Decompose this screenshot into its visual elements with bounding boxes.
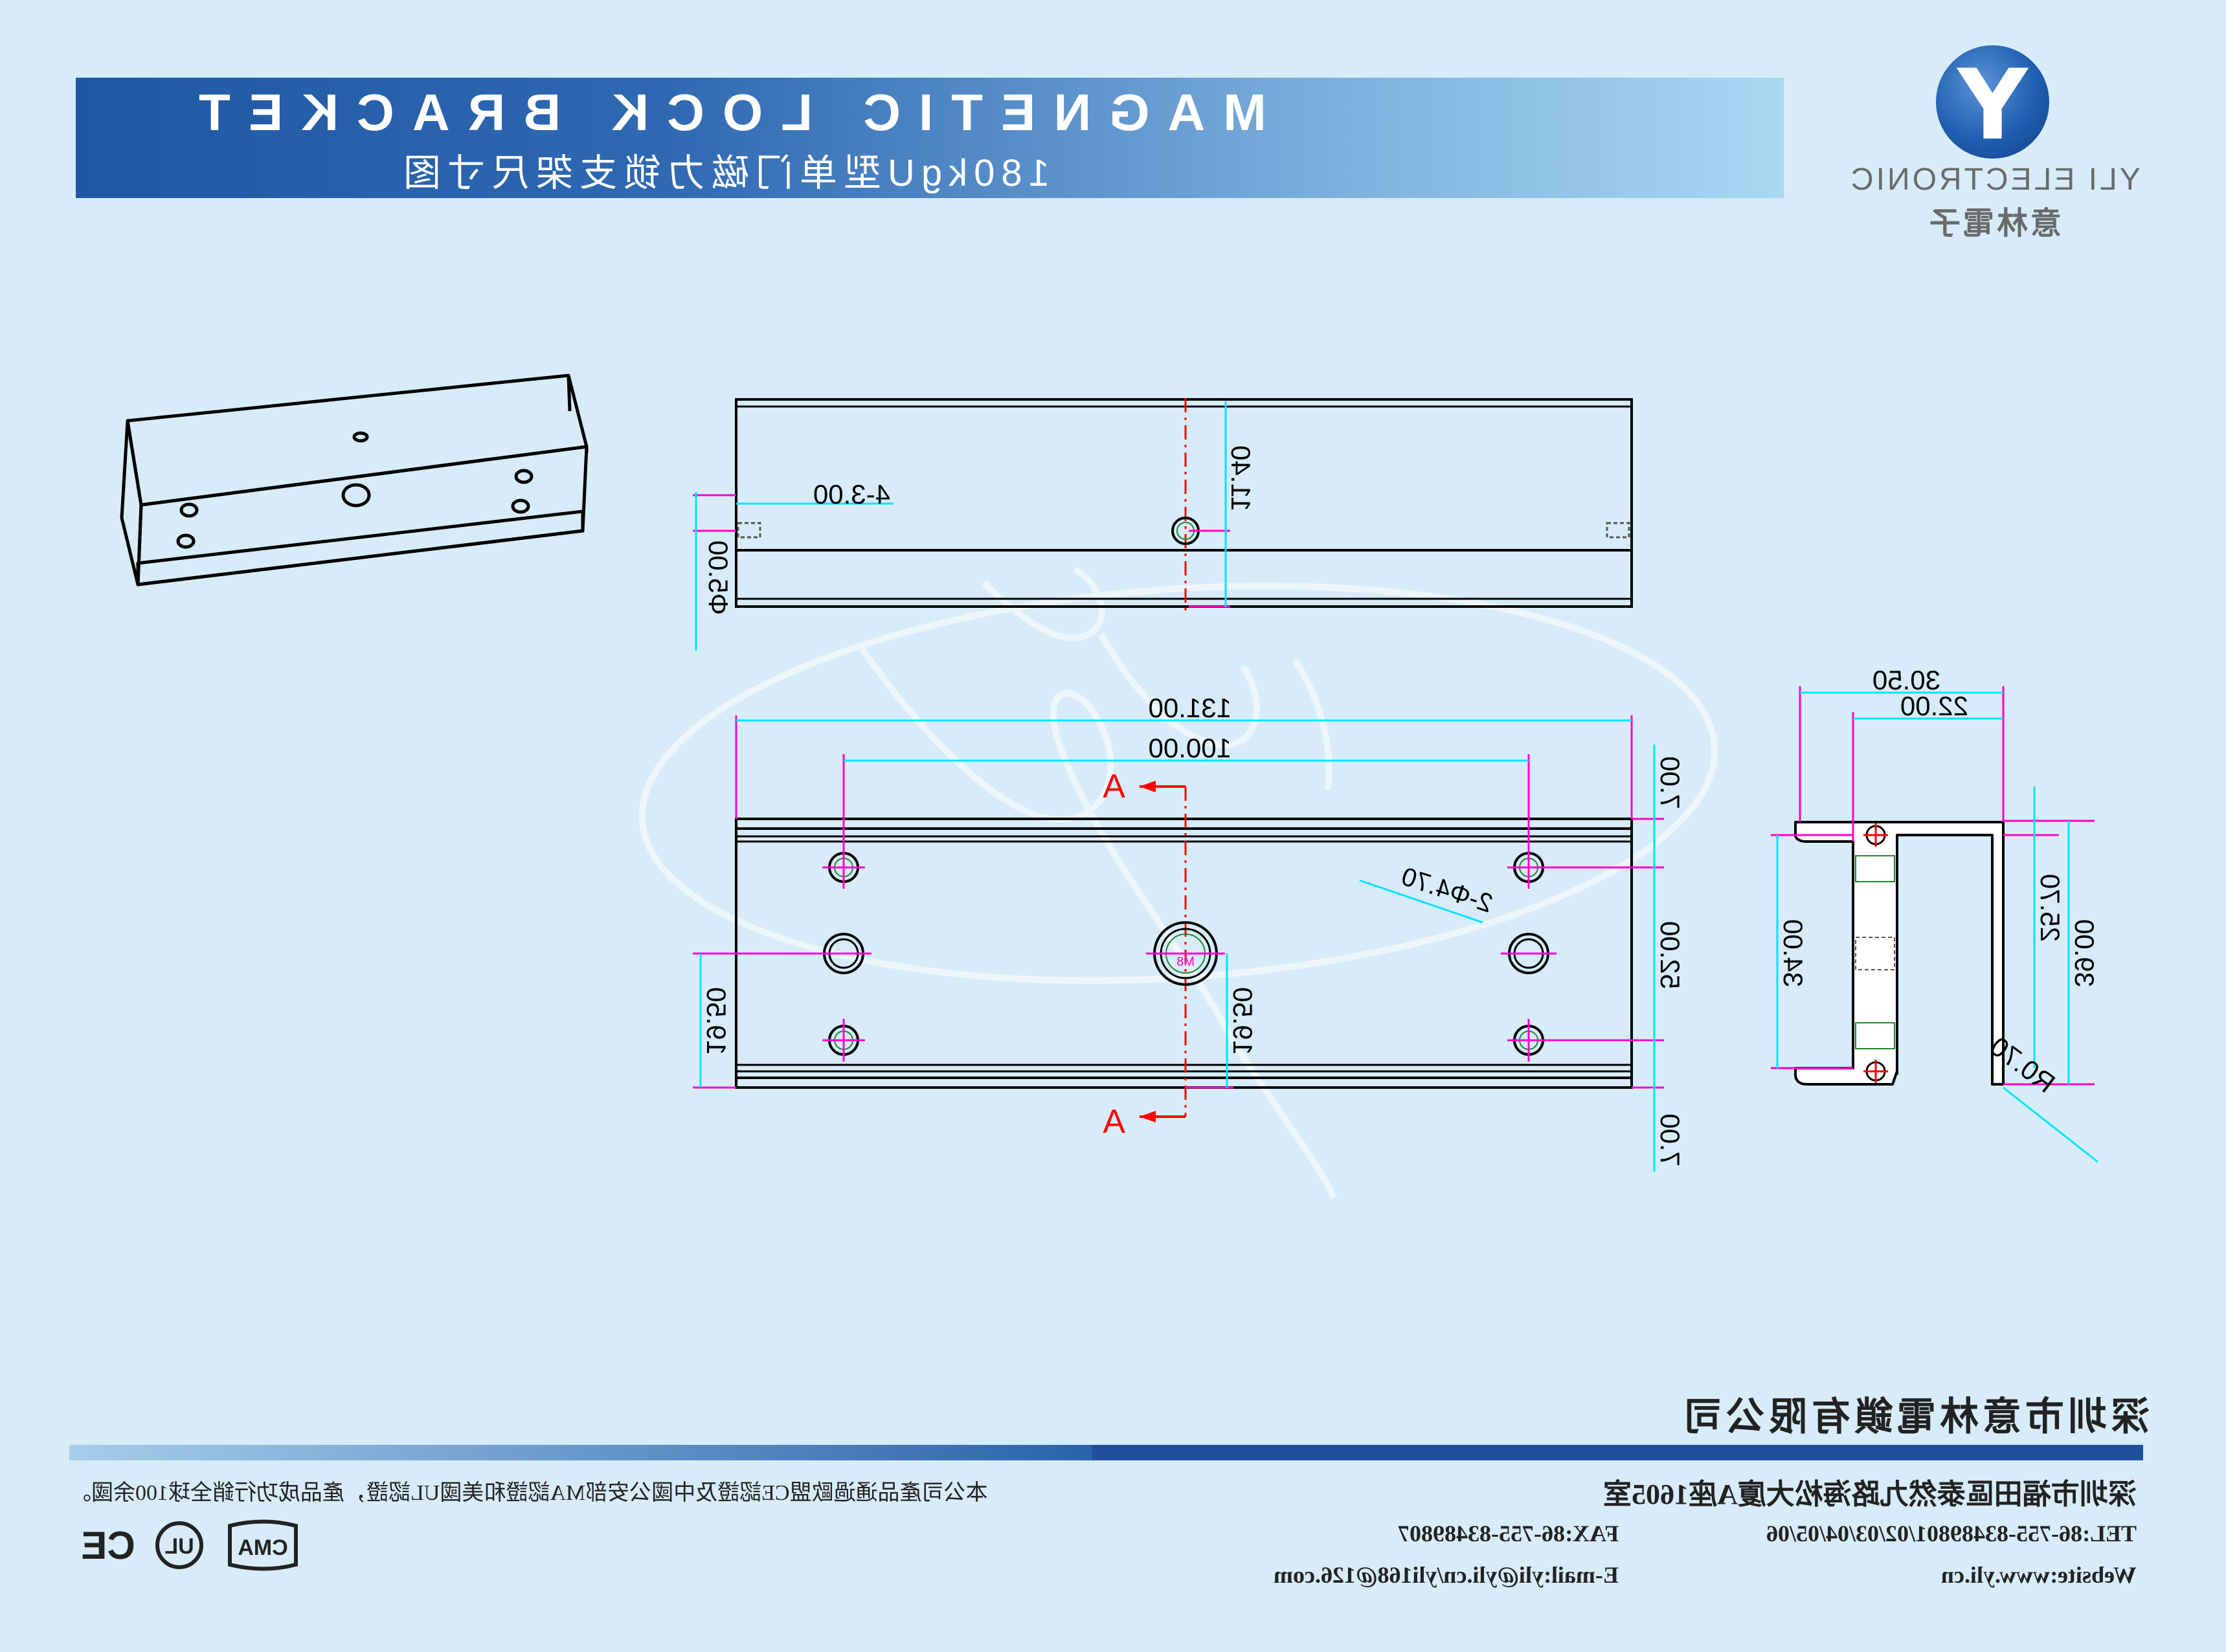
company-email-text[interactable]: E-mail:yli@yli.cn/yli168@126.com [1274, 1562, 1619, 1588]
side-view: 30.50 22.00 34.00 25.70 39.00 R0.70 [1771, 665, 2100, 1163]
company-website[interactable]: Website:www.yli.cn [1826, 1561, 2137, 1589]
ul-mark-text: UL [164, 1534, 194, 1559]
top-hole-offset-text: 11.40 [1226, 445, 1256, 511]
iso-hole [341, 483, 371, 508]
title-banner: MAGNETIC LOCK BRACKET 180kgU型单门磁力锁支架尺寸图 [76, 78, 1784, 198]
section-label-bottom: A [1103, 1103, 1125, 1141]
thread-label: M8 [1176, 955, 1195, 969]
watermark-logo-icon [638, 566, 1718, 1199]
dim-left-offset: 19.50 [701, 987, 732, 1055]
isometric-view [120, 374, 589, 586]
iso-hole [179, 502, 199, 518]
certification-marks: CMA UL CE [81, 1519, 298, 1571]
ul-mark-icon: UL [155, 1521, 203, 1569]
company-fax-text: FAX:86-755-83489807 [1397, 1521, 1619, 1546]
footer-divider-light [69, 1445, 1092, 1460]
dim-height: 52.00 [1655, 921, 1685, 989]
cma-mark-icon: CMA [228, 1519, 298, 1571]
dim-overall-width: 131.00 [1149, 693, 1231, 723]
top-slot-callout: 4-3.00 [813, 479, 890, 509]
iso-hole [176, 533, 196, 549]
slot-mark [737, 522, 761, 539]
dim-hole-spacing: 100.00 [1149, 733, 1231, 763]
company-email[interactable]: E-mail:yli@yli.cn/yli168@126.com [1068, 1561, 1619, 1589]
ce-mark-icon: CE [81, 1524, 135, 1567]
footer-company-text: 深圳市意林電鎖有限公司 [1680, 1395, 2150, 1438]
dim-outer-width: 30.50 [1872, 665, 1940, 695]
logo-mark: Y [1957, 49, 2028, 162]
top-dim-slot: 4-3.00 [813, 479, 890, 509]
top-dim-hole-dia: Φ5.00 [703, 541, 734, 615]
iso-front-face [136, 445, 589, 586]
company-fax: FAX:86-755-83489807 [1185, 1520, 1619, 1547]
iso-hole [511, 498, 530, 514]
company-address: 深圳市福田區泰然九路海松大廈A座1605室 [1431, 1471, 2137, 1512]
logo-circle-icon: Y [1936, 45, 2049, 159]
ce-mark-text: CE [81, 1524, 135, 1567]
iso-lower-lip [136, 509, 585, 586]
section-label-top: A [1103, 768, 1125, 805]
footer-company-name: 深圳市意林電鎖有限公司 [1580, 1385, 2150, 1442]
iso-hole [352, 431, 369, 443]
company-tel-text: TEL:86-755-83489801/02/03/04/05/06 [1766, 1521, 2137, 1546]
front-view: A A M8 [693, 693, 1685, 1172]
dim-bottom-flange: 7.00 [1655, 1113, 1685, 1166]
dim-wall-height: 25.70 [2035, 874, 2065, 942]
dim-top-flange: 7.00 [1655, 756, 1685, 809]
iso-left-flange [120, 419, 143, 586]
top-view: 4-3.00 Φ5.00 11.40 [693, 398, 1633, 651]
iso-hole [514, 469, 534, 484]
side-profile [1794, 821, 2005, 1086]
certification-statement: 本公司產品通過歐盟CE認證及中國公安部MA認證和美國UL認證，產品成功行銷全球1… [69, 1475, 988, 1506]
dim-center-offset: 19.50 [1228, 987, 1258, 1055]
company-address-text: 深圳市福田區泰然九路海松大廈A座1605室 [1603, 1479, 2137, 1510]
slot-mark [1606, 522, 1630, 539]
cma-mark-text: CMA [238, 1535, 287, 1560]
dim-inner-height: 34.00 [1778, 919, 1808, 987]
certification-statement-text: 本公司產品通過歐盟CE認證及中國公安部MA認證和美國UL認證，產品成功行銷全球1… [69, 1481, 988, 1505]
dim-inner-width: 22.00 [1900, 691, 1968, 721]
top-dim-hole-offset: 11.40 [1226, 445, 1256, 511]
company-tel: TEL:86-755-83489801/02/03/04/05/06 [1645, 1520, 2137, 1547]
dim-overall-height: 39.00 [2069, 919, 2100, 987]
company-logo: Y YLI ELECTRONIC 意林電子 [1832, 39, 2156, 246]
company-website-text[interactable]: Website:www.yli.cn [1941, 1562, 2137, 1588]
footer-divider-dark [1092, 1445, 2143, 1460]
top-hole-dia-text: Φ5.00 [703, 541, 734, 615]
